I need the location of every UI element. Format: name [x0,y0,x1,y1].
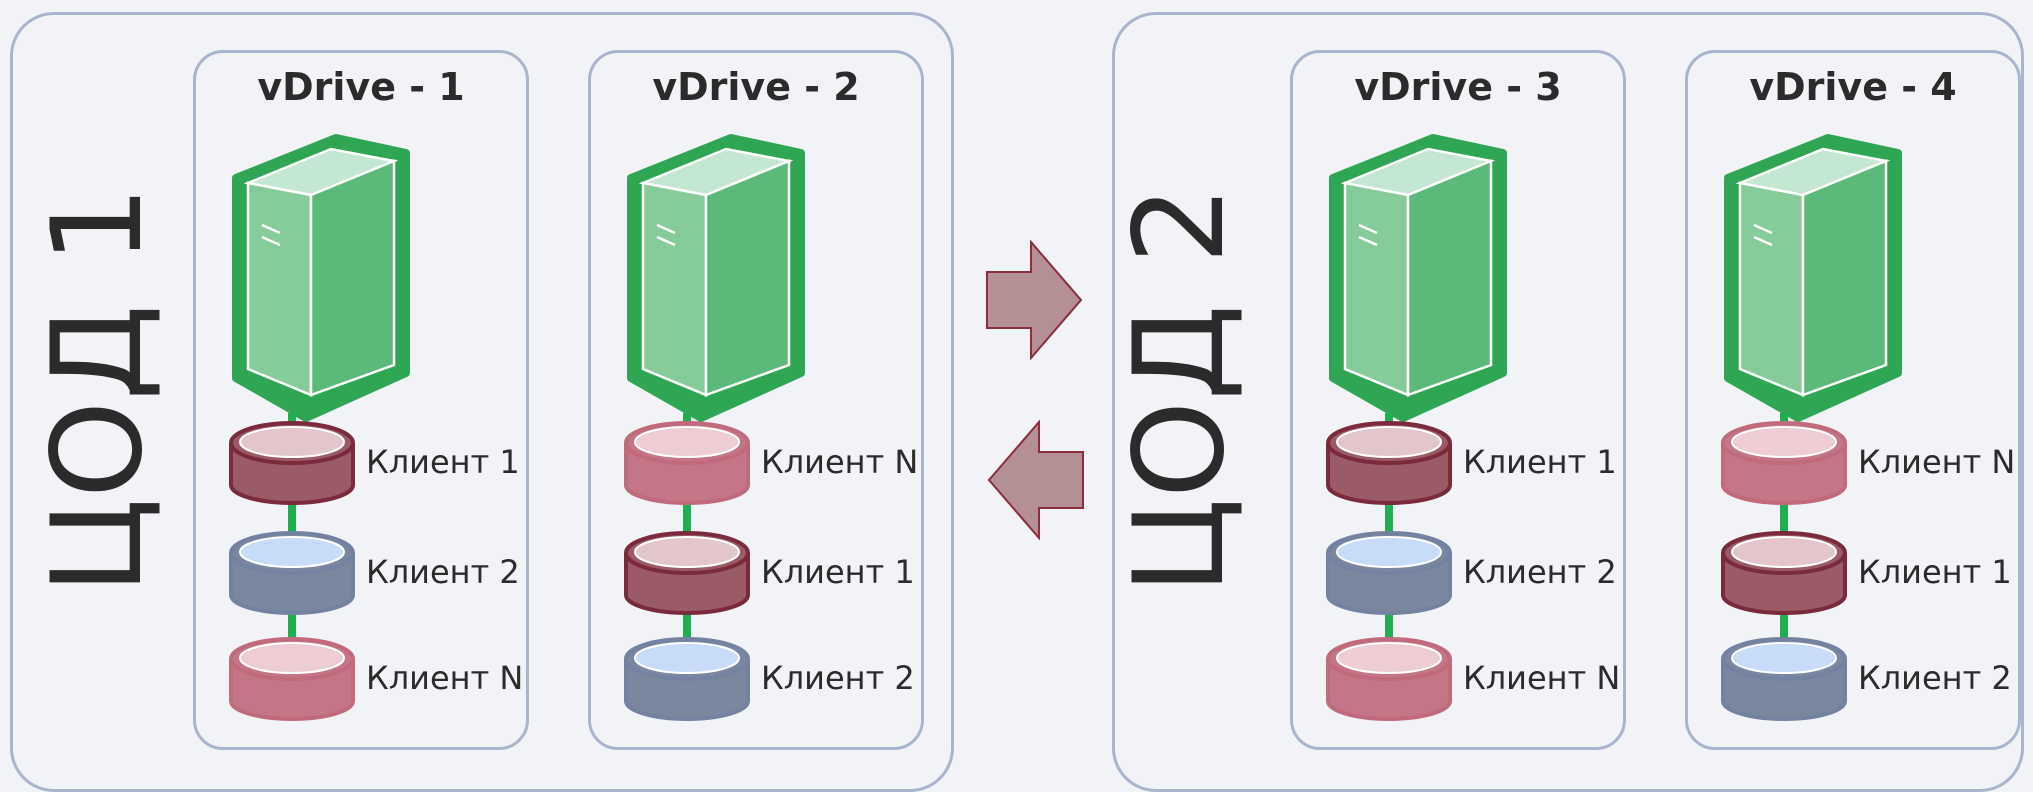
client-disk-icon [624,531,750,615]
server-icon [627,134,805,422]
datacenter-2: ЦОД 2 vDrive - 3 Клиент 1 Клиент 2 Клиен… [1108,12,2024,792]
arrow-right-icon [986,240,1083,360]
client-disk-icon [1326,637,1452,721]
client-label: Клиент 2 [1463,553,1617,591]
client-disk-icon [624,421,750,505]
client-label: Клиент 1 [1858,553,2012,591]
vdrive-title: vDrive - 1 [257,65,465,109]
client-label: Клиент N [761,443,919,481]
client-label: Клиент N [1858,443,2016,481]
client-label: Клиент 1 [366,443,520,481]
vdrive-3: vDrive - 3 Клиент 1 Клиент 2 Клиент N [1290,50,1626,750]
vdrive-1: vDrive - 1 Клиент 1 Клиент 2 Клиент N [193,50,529,750]
client-disk-icon [624,637,750,721]
datacenter-1: ЦОД 1 vDrive - 1 Клиент 1 Клиент 2 Клиен… [10,12,954,792]
client-label: Клиент N [1463,659,1621,697]
vdrive-title: vDrive - 4 [1749,65,1957,109]
client-disk-icon [229,637,355,721]
client-label: Клиент 1 [761,553,915,591]
vdrive-title: vDrive - 2 [652,65,860,109]
client-label: Клиент 2 [1858,659,2012,697]
client-disk-icon [1721,637,1847,721]
vdrive-2: vDrive - 2 Клиент N Клиент 1 Клиент 2 [588,50,924,750]
client-disk-icon [1326,421,1452,505]
vdrive-4: vDrive - 4 Клиент N Клиент 1 Клиент 2 [1685,50,2021,750]
client-label: Клиент 1 [1463,443,1617,481]
client-label: Клиент N [366,659,524,697]
datacenter-label: ЦОД 1 [26,185,170,595]
server-icon [1724,134,1902,422]
client-label: Клиент 2 [761,659,915,697]
client-disk-icon [229,421,355,505]
server-icon [1329,134,1507,422]
client-disk-icon [1721,421,1847,505]
datacenter-label: ЦОД 2 [1108,185,1252,595]
client-disk-icon [229,531,355,615]
client-label: Клиент 2 [366,553,520,591]
server-icon [232,134,410,422]
vdrive-title: vDrive - 3 [1354,65,1562,109]
client-disk-icon [1721,531,1847,615]
client-disk-icon [1326,531,1452,615]
arrow-left-icon [987,420,1084,540]
